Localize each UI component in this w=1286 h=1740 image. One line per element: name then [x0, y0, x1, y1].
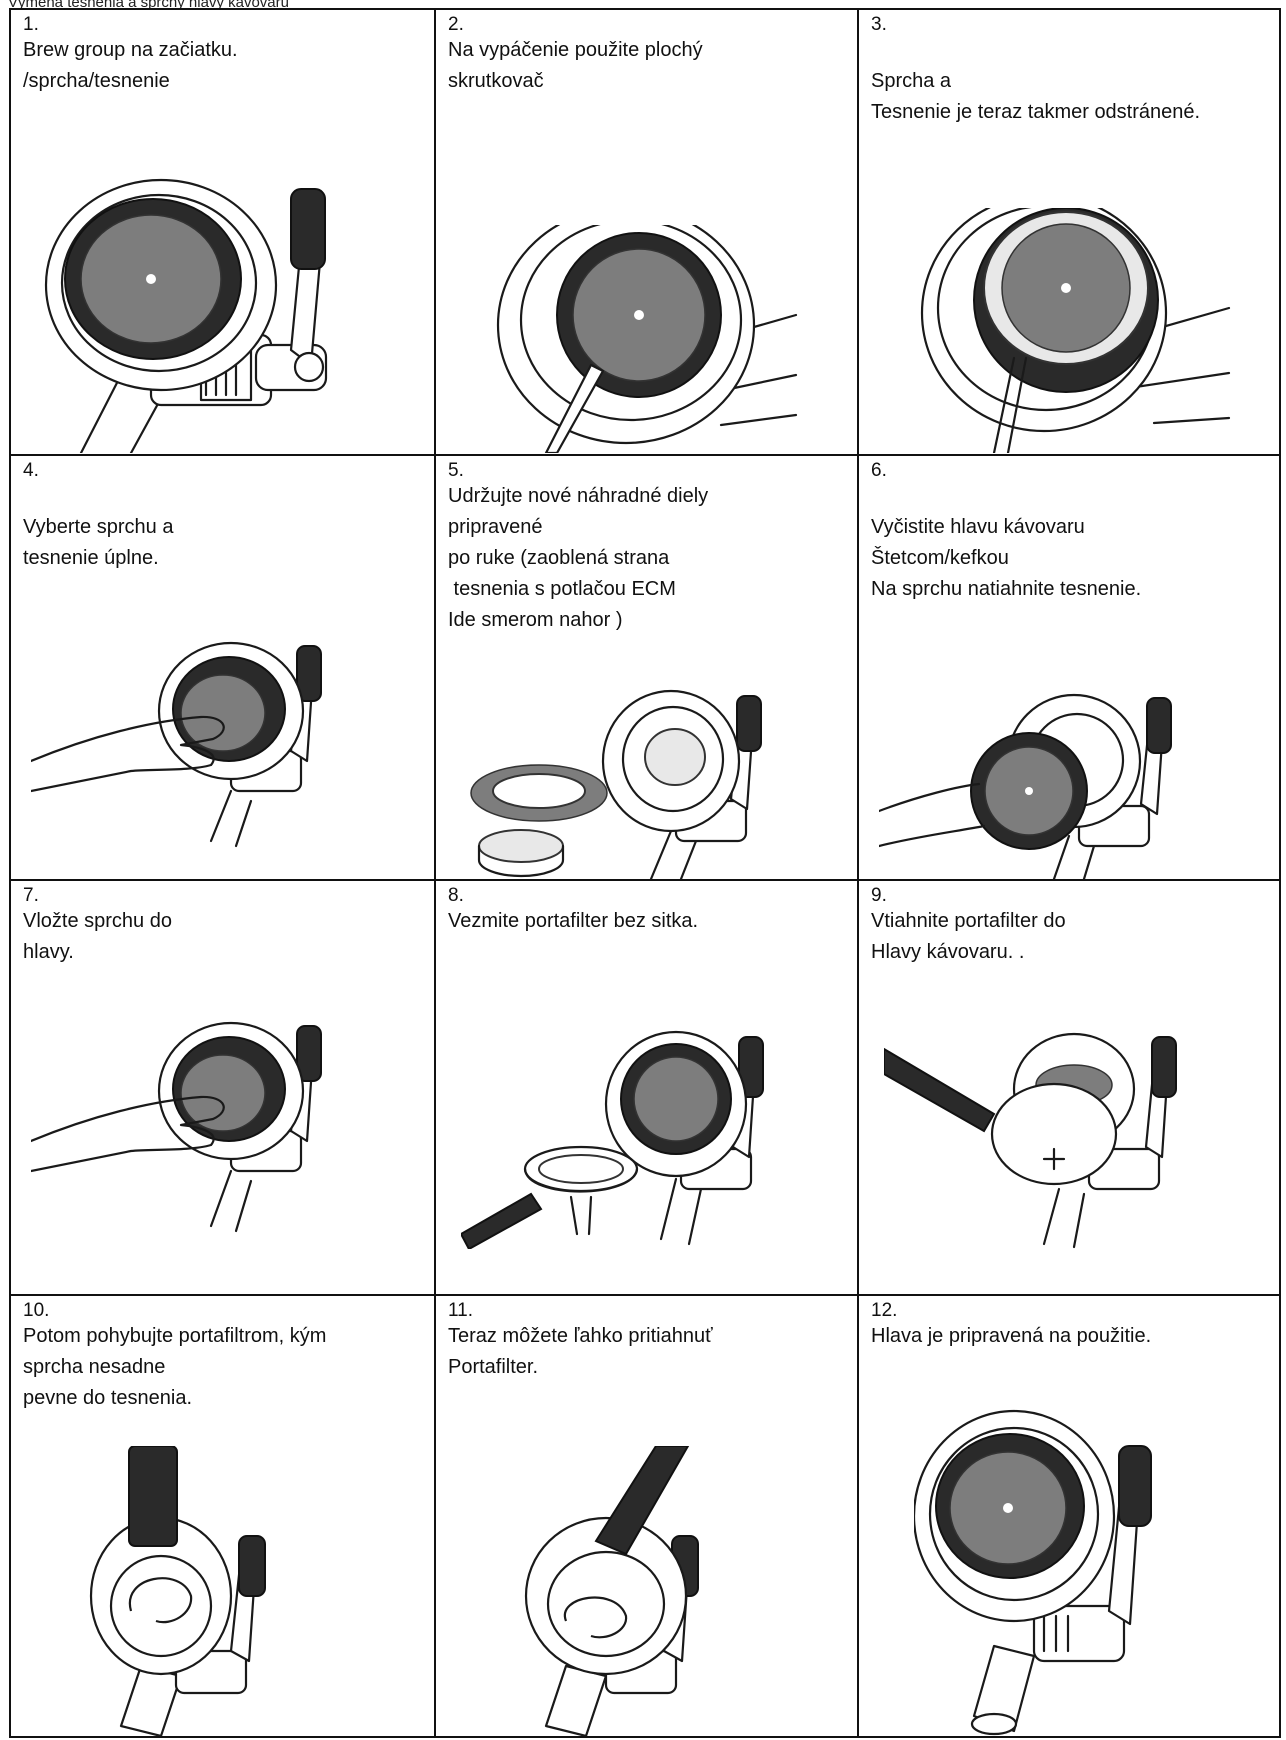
- step-number: 10.: [23, 1300, 426, 1321]
- step-cell-1: 1. Brew group na začiatku. /sprcha/tesne…: [10, 9, 435, 455]
- fit-gasket-illustration: [879, 686, 1209, 879]
- step-text-line: Hlava je pripravená na použitie.: [871, 1321, 1271, 1352]
- shower-removal-illustration: [914, 208, 1234, 453]
- screwdriver-illustration: [491, 225, 801, 453]
- step-cell-7: 7. Vložte sprchu do hlavy.: [10, 880, 435, 1295]
- step-cell-10: 10. Potom pohybujte portafiltrom, kým sp…: [10, 1295, 435, 1737]
- step-number: 5.: [448, 460, 849, 481]
- step-text-line: /sprcha/tesnenie: [23, 66, 426, 97]
- step-text-line: tesnenia s potlačou ECM: [448, 574, 849, 605]
- step-number: 6.: [871, 460, 1271, 481]
- step-text-line: Potom pohybujte portafiltrom, kým: [23, 1321, 426, 1352]
- step-text-line: [23, 481, 426, 512]
- hand-remove-illustration: [31, 641, 351, 856]
- step-number: 9.: [871, 885, 1271, 906]
- step-cell-5: 5. Udržujte nové náhradné diely priprave…: [435, 455, 858, 880]
- instruction-table: 1. Brew group na začiatku. /sprcha/tesne…: [9, 8, 1281, 1738]
- rotate-portafilter-illustration: [81, 1446, 341, 1736]
- step-text-line: tesnenie úplne.: [23, 543, 426, 574]
- step-text-line: Ide smerom nahor ): [448, 605, 849, 636]
- step-number: 7.: [23, 885, 426, 906]
- step-cell-2: 2. Na vypáčenie použite plochý skrutkova…: [435, 9, 858, 455]
- brew-group-illustration: [41, 175, 371, 453]
- step-text-line: Udržujte nové náhradné diely: [448, 481, 849, 512]
- step-text-line: Sprcha a: [871, 66, 1271, 97]
- step-text-line: po ruke (zaoblená strana: [448, 543, 849, 574]
- step-text-line: sprcha nesadne: [23, 1352, 426, 1383]
- page-caption: Výmena tesnenia a sprchy hlavy kávovaru: [8, 0, 289, 8]
- step-text-line: Tesnenie je teraz takmer odstránené.: [871, 97, 1271, 128]
- step-cell-3: 3. Sprcha a Tesnenie je teraz takmer ods…: [858, 9, 1280, 455]
- step-cell-4: 4. Vyberte sprchu a tesnenie úplne.: [10, 455, 435, 880]
- step-text-line: Teraz môžete ľahko pritiahnuť: [448, 1321, 849, 1352]
- step-number: 1.: [23, 14, 426, 35]
- tighten-portafilter-illustration: [506, 1446, 776, 1736]
- spare-parts-illustration: [461, 681, 791, 879]
- portafilter-illustration: [461, 1019, 791, 1249]
- step-number: 2.: [448, 14, 849, 35]
- step-text-line: [871, 481, 1271, 512]
- attach-portafilter-illustration: [884, 1019, 1214, 1249]
- step-text-line: Vyberte sprchu a: [23, 512, 426, 543]
- step-text-line: hlavy.: [23, 937, 426, 968]
- step-text-line: Vezmite portafilter bez sitka.: [448, 906, 849, 937]
- step-cell-8: 8. Vezmite portafilter bez sitka.: [435, 880, 858, 1295]
- step-text-line: Vložte sprchu do: [23, 906, 426, 937]
- step-cell-9: 9. Vtiahnite portafilter do Hlavy kávova…: [858, 880, 1280, 1295]
- step-number: 12.: [871, 1300, 1271, 1321]
- step-number: 11.: [448, 1300, 849, 1321]
- step-cell-6: 6. Vyčistite hlavu kávovaru Štetcom/kefk…: [858, 455, 1280, 880]
- step-text-line: Portafilter.: [448, 1352, 849, 1383]
- step-text-line: pripravené: [448, 512, 849, 543]
- step-cell-12: 12. Hlava je pripravená na použitie.: [858, 1295, 1280, 1737]
- step-text-line: pevne do tesnenia.: [23, 1383, 426, 1414]
- step-text-line: Brew group na začiatku.: [23, 35, 426, 66]
- step-text-line: Vtiahnite portafilter do: [871, 906, 1271, 937]
- step-text-line: Vyčistite hlavu kávovaru: [871, 512, 1271, 543]
- step-number: 4.: [23, 460, 426, 481]
- step-number: 3.: [871, 14, 1271, 35]
- step-cell-11: 11. Teraz môžete ľahko pritiahnuť Portaf…: [435, 1295, 858, 1737]
- step-text-line: Štetcom/kefkou: [871, 543, 1271, 574]
- step-number: 8.: [448, 885, 849, 906]
- step-text-line: Na sprchu natiahnite tesnenie.: [871, 574, 1271, 605]
- step-text-line: Na vypáčenie použite plochý: [448, 35, 849, 66]
- step-text-line: skrutkovač: [448, 66, 849, 97]
- step-text-line: [871, 35, 1271, 66]
- brew-group-ready-illustration: [914, 1406, 1214, 1736]
- insert-shower-illustration: [31, 1021, 351, 1236]
- step-text-line: Hlavy kávovaru. .: [871, 937, 1271, 968]
